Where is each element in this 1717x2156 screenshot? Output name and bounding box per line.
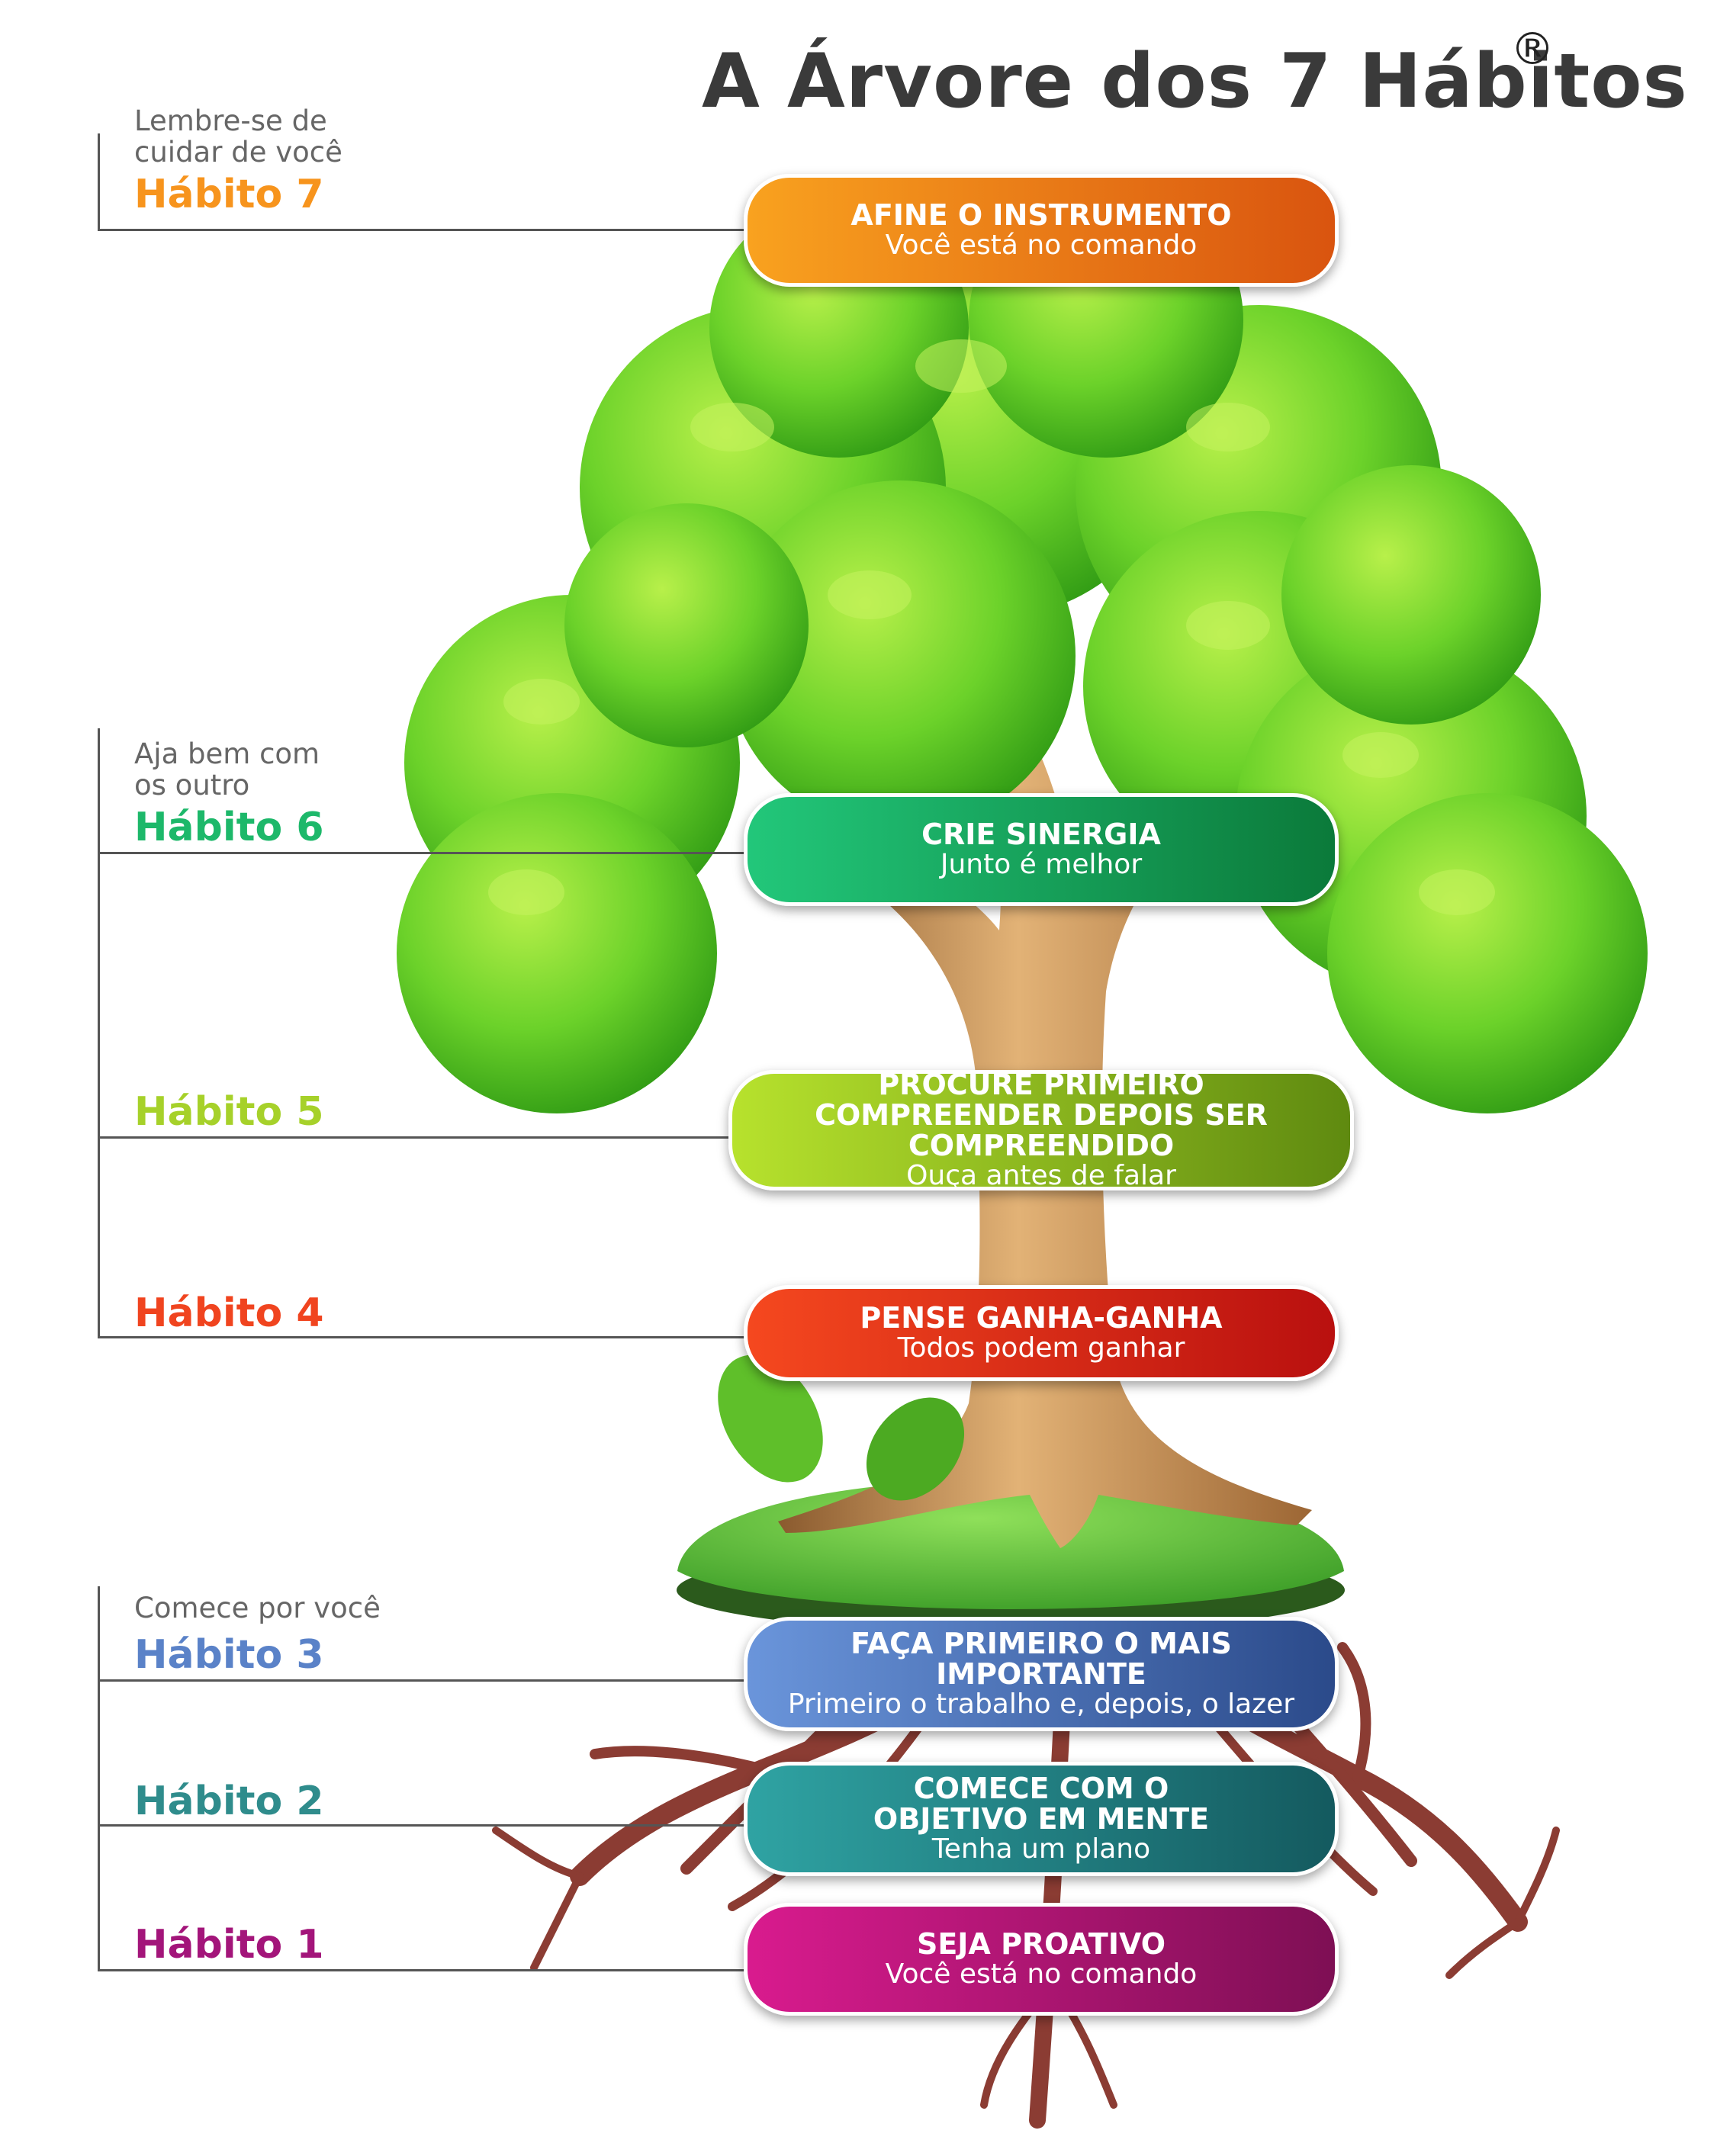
habit-6-subtitle: Junto é melhor [940, 849, 1143, 880]
habit-5-title: PROCURE PRIMEIRO COMPREENDER DEPOIS SER … [815, 1068, 1268, 1162]
habit-4-pill: PENSE GANHA-GANHA Todos podem ganhar [744, 1285, 1339, 1381]
bracket-middle [98, 728, 100, 1338]
connector-habit-2 [98, 1824, 748, 1827]
habit-4-title: PENSE GANHA-GANHA [860, 1301, 1223, 1335]
bracket-bottom [98, 1586, 100, 1971]
habit-2-title: COMECE COM O OBJETIVO EM MENTE [873, 1772, 1210, 1836]
connector-habit-6 [98, 852, 748, 854]
bracket-top [98, 133, 100, 231]
registered-mark: ® [1510, 23, 1555, 75]
habit-7-label: Hábito 7 [134, 172, 324, 217]
habit-2-label: Hábito 2 [134, 1778, 324, 1824]
habit-2-subtitle: Tenha um plano [931, 1833, 1151, 1865]
habit-3-pill: FAÇA PRIMEIRO O MAIS IMPORTANTE Primeiro… [744, 1617, 1339, 1731]
habit-3-label: Hábito 3 [134, 1632, 324, 1678]
note-middle: Aja bem com os outro [134, 737, 320, 802]
small-leaf-right [866, 1397, 965, 1501]
habit-5-pill: PROCURE PRIMEIRO COMPREENDER DEPOIS SER … [728, 1068, 1354, 1191]
small-leaf-left [718, 1354, 823, 1483]
habit-4-label: Hábito 4 [134, 1290, 324, 1336]
habit-5-label: Hábito 5 [134, 1089, 324, 1135]
habit-2-pill: COMECE COM O OBJETIVO EM MENTE Tenha um … [744, 1762, 1339, 1876]
note-top: Lembre-se de cuidar de você [134, 104, 342, 169]
page-title: A Árvore dos 7 Hábitos [702, 38, 1688, 125]
habit-5-subtitle: Ouça antes de falar [906, 1160, 1176, 1191]
connector-habit-5 [98, 1136, 731, 1139]
habit-1-pill: SEJA PROATIVO Você está no comando [744, 1903, 1339, 2016]
habit-6-pill: CRIE SINERGIA Junto é melhor [744, 793, 1339, 906]
habit-7-title: AFINE O INSTRUMENTO [850, 198, 1232, 232]
habit-4-subtitle: Todos podem ganhar [897, 1332, 1185, 1364]
habit-1-title: SEJA PROATIVO [916, 1927, 1166, 1961]
habit-3-subtitle: Primeiro o trabalho e, depois, o lazer [787, 1688, 1295, 1720]
connector-habit-1 [98, 1969, 748, 1971]
connector-habit-3 [98, 1679, 748, 1682]
connector-habit-4 [98, 1336, 748, 1338]
habit-1-subtitle: Você está no comando [885, 1958, 1198, 1990]
habit-3-title: FAÇA PRIMEIRO O MAIS IMPORTANTE [850, 1627, 1232, 1691]
habit-6-title: CRIE SINERGIA [921, 818, 1161, 851]
connector-habit-7 [98, 229, 748, 231]
habit-6-label: Hábito 6 [134, 805, 324, 850]
habit-7-pill: AFINE O INSTRUMENTO Você está no comando [744, 174, 1339, 287]
note-bottom: Comece por você [134, 1592, 381, 1624]
habit-1-label: Hábito 1 [134, 1922, 324, 1968]
habit-7-subtitle: Você está no comando [885, 230, 1198, 261]
